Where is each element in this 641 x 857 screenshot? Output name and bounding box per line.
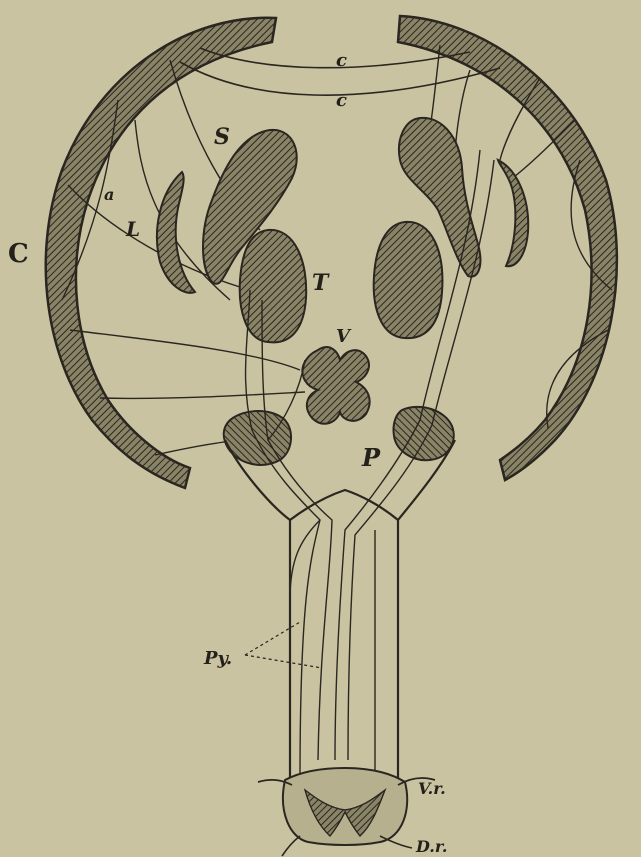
label-t: T (312, 270, 330, 296)
label-py: Py. (203, 648, 232, 669)
label-vr: V.r. (418, 779, 446, 798)
label-c-upper: c (336, 50, 347, 71)
label-dr: D.r. (415, 837, 447, 856)
label-cortex: C (8, 239, 29, 269)
label-v: V (336, 326, 352, 347)
label-p: P (361, 443, 381, 472)
label-l: L (125, 217, 140, 241)
label-s: S (214, 124, 230, 150)
label-a: a (104, 185, 114, 204)
thalamus-left (240, 230, 306, 342)
corpora-quadrigemina (302, 347, 369, 424)
thalamus-right (374, 222, 443, 338)
label-c-lower: c (336, 90, 347, 111)
